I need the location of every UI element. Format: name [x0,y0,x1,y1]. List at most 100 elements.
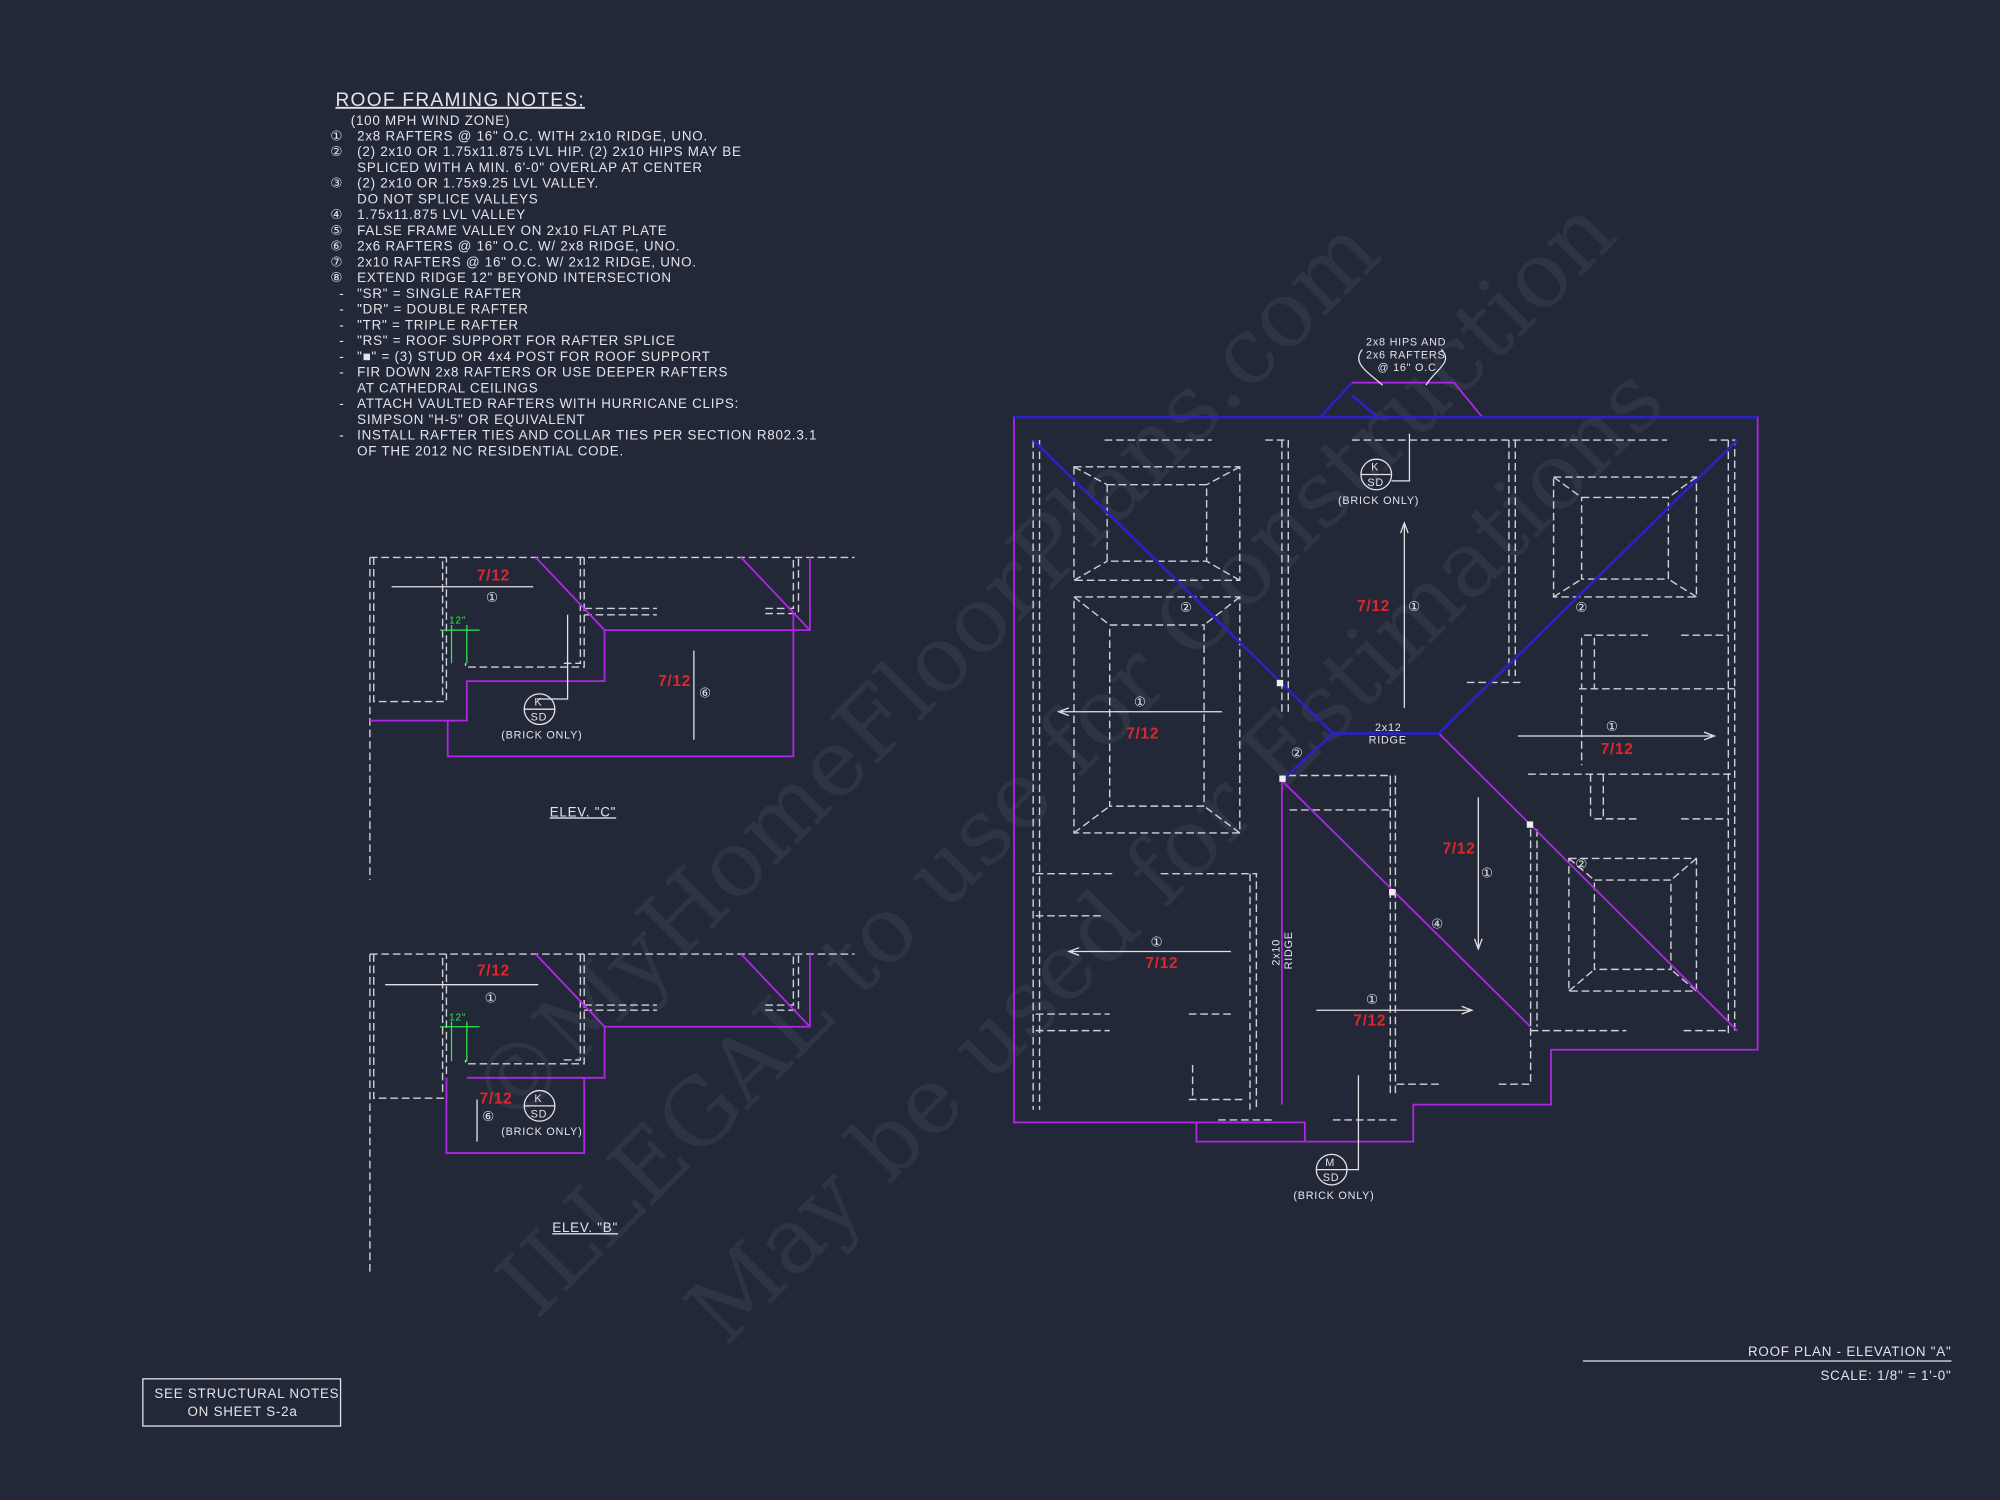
note-box-line-1: SEE STRUCTURAL NOTES [154,1386,339,1401]
pitch-label: 7/12 [480,1090,513,1107]
section-marker-k: K SD (BRICK ONLY) [1338,458,1419,507]
main-roof-plan: 2x8 HIPS AND 2x6 RAFTERS @ 16" O.C. K SD… [1013,337,1759,1202]
note-text: INSTALL RAFTER TIES AND COLLAR TIES PER … [357,428,817,443]
brick-only-label: (BRICK ONLY) [1293,1190,1374,1202]
elevation-b-detail: 12" 7/12 ① 7/12 ⑥ K SD (BRICK ONLY) ELEV… [369,953,855,1276]
watermark-line-3: May be used for Estimations [666,346,1684,1364]
note-text: "DR" = DOUBLE RAFTER [357,302,529,317]
note-text: (2) 2x10 OR 1.75x9.25 LVL VALLEY. [357,176,599,191]
note-text: DO NOT SPLICE VALLEYS [357,191,538,206]
notes-title: ROOF FRAMING NOTES: [335,90,585,111]
note-text: FIR DOWN 2x8 RAFTERS OR USE DEEPER RAFTE… [357,365,728,380]
note-marker: ② [330,144,343,159]
pitch-label: 7/12 [1443,840,1476,857]
note-text: EXTEND RIDGE 12" BEYOND INTERSECTION [357,270,672,285]
ridge-size: 2x12 [1375,722,1402,734]
note-text: "RS" = ROOF SUPPORT FOR RAFTER SPLICE [357,333,676,348]
marker-letter: K [1371,462,1379,474]
pitch-label: 7/12 [1145,955,1178,972]
structural-notes-reference: SEE STRUCTURAL NOTES ON SHEET S-2a [142,1378,342,1427]
note-text: "SR" = SINGLE RAFTER [357,286,522,301]
section-marker-k: K SD (BRICK ONLY) [501,1089,582,1138]
marker-sheet: SD [531,1108,548,1120]
note-mark-2: ② [1575,857,1588,872]
elevation-b-label: ELEV. "B" [552,1220,618,1235]
note-mark-1: ① [1151,934,1164,949]
drawing-title-block: ROOF PLAN - ELEVATION "A" SCALE: 1/8" = … [1582,1344,1952,1383]
marker-letter: K [534,1093,542,1105]
section-marker-m: M SD (BRICK ONLY) [1293,1153,1374,1202]
elevation-c-label: ELEV. "C" [550,804,616,819]
brick-only-label: (BRICK ONLY) [501,730,582,742]
note-text: "TR" = TRIPLE RAFTER [357,317,519,332]
dimension-12in: 12" [449,1012,466,1023]
pitch-label: 7/12 [1601,741,1634,758]
marker-sheet: SD [531,712,548,724]
note-text: (2) 2x10 OR 1.75x11.875 LVL HIP. (2) 2x1… [357,144,742,159]
pitch-label: 7/12 [1357,598,1390,615]
note-mark-1: ① [1366,992,1379,1007]
note-marker: - [339,365,344,380]
note-marker: - [339,428,344,443]
note-marker: - [339,302,344,317]
dimension-12in: 12" [449,616,466,627]
elevation-c-detail: 12" 7/12 ① 7/12 ⑥ K SD (BRICK ONLY) ELEV… [369,556,855,881]
note-mark-4: ④ [1431,917,1444,932]
ridge-size: 2x10 [1270,939,1282,966]
marker-letter: K [534,696,542,708]
notes-subtitle: (100 MPH WIND ZONE) [351,113,510,128]
note-mark-2: ② [1575,600,1588,615]
note-mark-6: ⑥ [482,1109,495,1124]
marker-sheet: SD [1367,477,1384,489]
brick-only-label: (BRICK ONLY) [1338,495,1419,507]
note-mark-2: ② [1180,600,1193,615]
drawing-title: ROOF PLAN - ELEVATION "A" [1748,1344,1952,1359]
note-box-line-2: ON SHEET S-2a [188,1404,298,1419]
callout-line-2: 2x6 RAFTERS [1366,349,1445,361]
brick-only-label: (BRICK ONLY) [501,1126,582,1138]
note-mark-1: ① [1481,866,1494,881]
note-text: "■" = (3) STUD OR 4x4 POST FOR ROOF SUPP… [357,349,711,364]
note-marker: - [339,286,344,301]
note-text: FALSE FRAME VALLEY ON 2x10 FLAT PLATE [357,223,667,238]
note-marker: ⑥ [330,239,343,254]
ridge-label: RIDGE [1369,735,1407,747]
note-text: AT CATHEDRAL CEILINGS [357,380,538,395]
note-text: 2x10 RAFTERS @ 16" O.C. W/ 2x12 RIDGE, U… [357,254,697,269]
note-text: SPLICED WITH A MIN. 6'-0" OVERLAP AT CEN… [357,160,703,175]
note-text: OF THE 2012 NC RESIDENTIAL CODE. [357,443,624,458]
marker-letter: M [1325,1157,1335,1169]
note-mark-1: ① [1606,719,1619,734]
note-text: 2x6 RAFTERS @ 16" O.C. W/ 2x8 RIDGE, UNO… [357,239,680,254]
pitch-label: 7/12 [477,567,510,584]
note-text: ATTACH VAULTED RAFTERS WITH HURRICANE CL… [357,396,739,411]
callout-line-1: 2x8 HIPS AND [1366,337,1446,349]
note-mark-2: ② [1291,746,1304,761]
pitch-label: 7/12 [1353,1013,1386,1030]
ridge-label: RIDGE [1283,931,1295,969]
note-mark-1: ① [1408,599,1421,614]
note-marker: ④ [330,207,343,222]
section-marker-k: K SD (BRICK ONLY) [501,693,582,742]
note-text: 1.75x11.875 LVL VALLEY [357,207,526,222]
callout-line-3: @ 16" O.C. [1378,362,1441,374]
note-marker: ① [330,128,343,143]
note-marker: ③ [330,176,343,191]
note-marker: ⑦ [330,254,343,269]
pitch-label: 7/12 [1126,726,1159,743]
roof-framing-notes: ROOF FRAMING NOTES: (100 MPH WIND ZONE) … [330,90,817,458]
note-mark-6: ⑥ [699,686,712,701]
note-text: 2x8 RAFTERS @ 16" O.C. WITH 2x10 RIDGE, … [357,128,708,143]
note-marker: - [339,349,344,364]
drawing-scale: SCALE: 1/8" = 1'-0" [1820,1368,1951,1383]
note-marker: - [339,333,344,348]
note-mark-1: ① [1134,695,1147,710]
marker-sheet: SD [1323,1172,1340,1184]
note-mark-1: ① [486,590,499,605]
pitch-label: 7/12 [658,673,691,690]
note-marker: ⑤ [330,223,343,238]
note-text: SIMPSON "H-5" OR EQUIVALENT [357,412,585,427]
note-marker: ⑧ [330,270,343,285]
note-marker: - [339,317,344,332]
